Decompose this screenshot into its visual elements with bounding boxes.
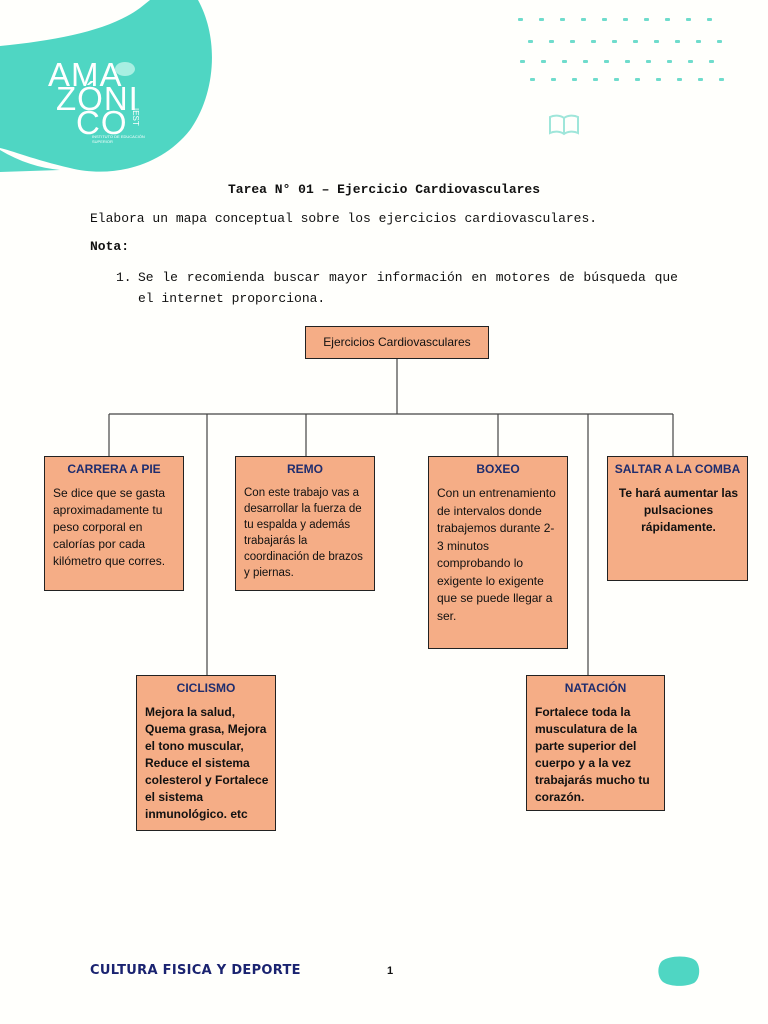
book-icon — [549, 114, 579, 136]
note-label: Nota: — [90, 239, 130, 254]
node-title: NATACIÓN — [564, 681, 627, 695]
node-title: CICLISMO — [176, 681, 236, 695]
dotted-pattern — [518, 18, 724, 81]
node-body: Con un entrenamiento de intervalos donde… — [437, 486, 556, 623]
node-saltar-a-la-comba: SALTAR A LA COMBA Te hará aumentar las p… — [607, 456, 748, 581]
node-boxeo: BOXEO Con un entrenamiento de intervalos… — [428, 456, 568, 649]
footer-bubble-icon — [658, 956, 700, 986]
note-item: 1. Se le recomienda buscar mayor informa… — [116, 267, 678, 309]
node-body: Te hará aumentar las pulsaciones rápidam… — [618, 486, 739, 534]
document-instruction: Elabora un mapa conceptual sobre los eje… — [90, 211, 598, 226]
node-title: CARRERA A PIE — [67, 462, 161, 476]
node-body: Se dice que se gasta aproximadamente tu … — [53, 486, 166, 568]
node-body: Con este trabajo vas a desarrollar la fu… — [244, 487, 363, 579]
document-title: Tarea N° 01 – Ejercicio Cardiovasculares — [227, 182, 541, 197]
page-number: 1 — [387, 965, 394, 977]
note-number: 1. — [116, 270, 132, 285]
node-carrera-a-pie: CARRERA A PIE Se dice que se gasta aprox… — [44, 456, 184, 591]
header-blob-shape — [0, 0, 212, 172]
node-remo: REMO Con este trabajo vas a desarrollar … — [235, 456, 375, 591]
node-body: Mejora la salud, Quema grasa, Mejora el … — [145, 705, 269, 821]
note-text: Se le recomienda buscar mayor informació… — [138, 270, 678, 306]
node-ciclismo: CICLISMO Mejora la salud, Quema grasa, M… — [136, 675, 276, 831]
logo-line-2: ZÓNI — [56, 80, 139, 117]
logo-tagline: INSTITUTO DE EDUCACIÓN SUPERIOR — [92, 134, 145, 144]
footer-course-name: CULTURA FISICA Y DEPORTE — [90, 963, 301, 978]
amazonico-logo: AMA ZÓNI CO IEST INSTITUTO DE EDUCACIÓN … — [48, 56, 158, 144]
node-body: Fortalece toda la musculatura de la part… — [535, 705, 650, 804]
node-title: SALTAR A LA COMBA — [614, 462, 741, 476]
logo-bubble-icon — [115, 62, 135, 76]
logo-line-3: CO — [76, 104, 128, 141]
node-title: BOXEO — [476, 462, 520, 476]
node-title: REMO — [287, 462, 323, 476]
node-natacion: NATACIÓN Fortalece toda la musculatura d… — [526, 675, 665, 811]
concept-root: Ejercicios Cardiovasculares — [305, 326, 489, 359]
logo-line-1: AMA — [48, 56, 123, 93]
